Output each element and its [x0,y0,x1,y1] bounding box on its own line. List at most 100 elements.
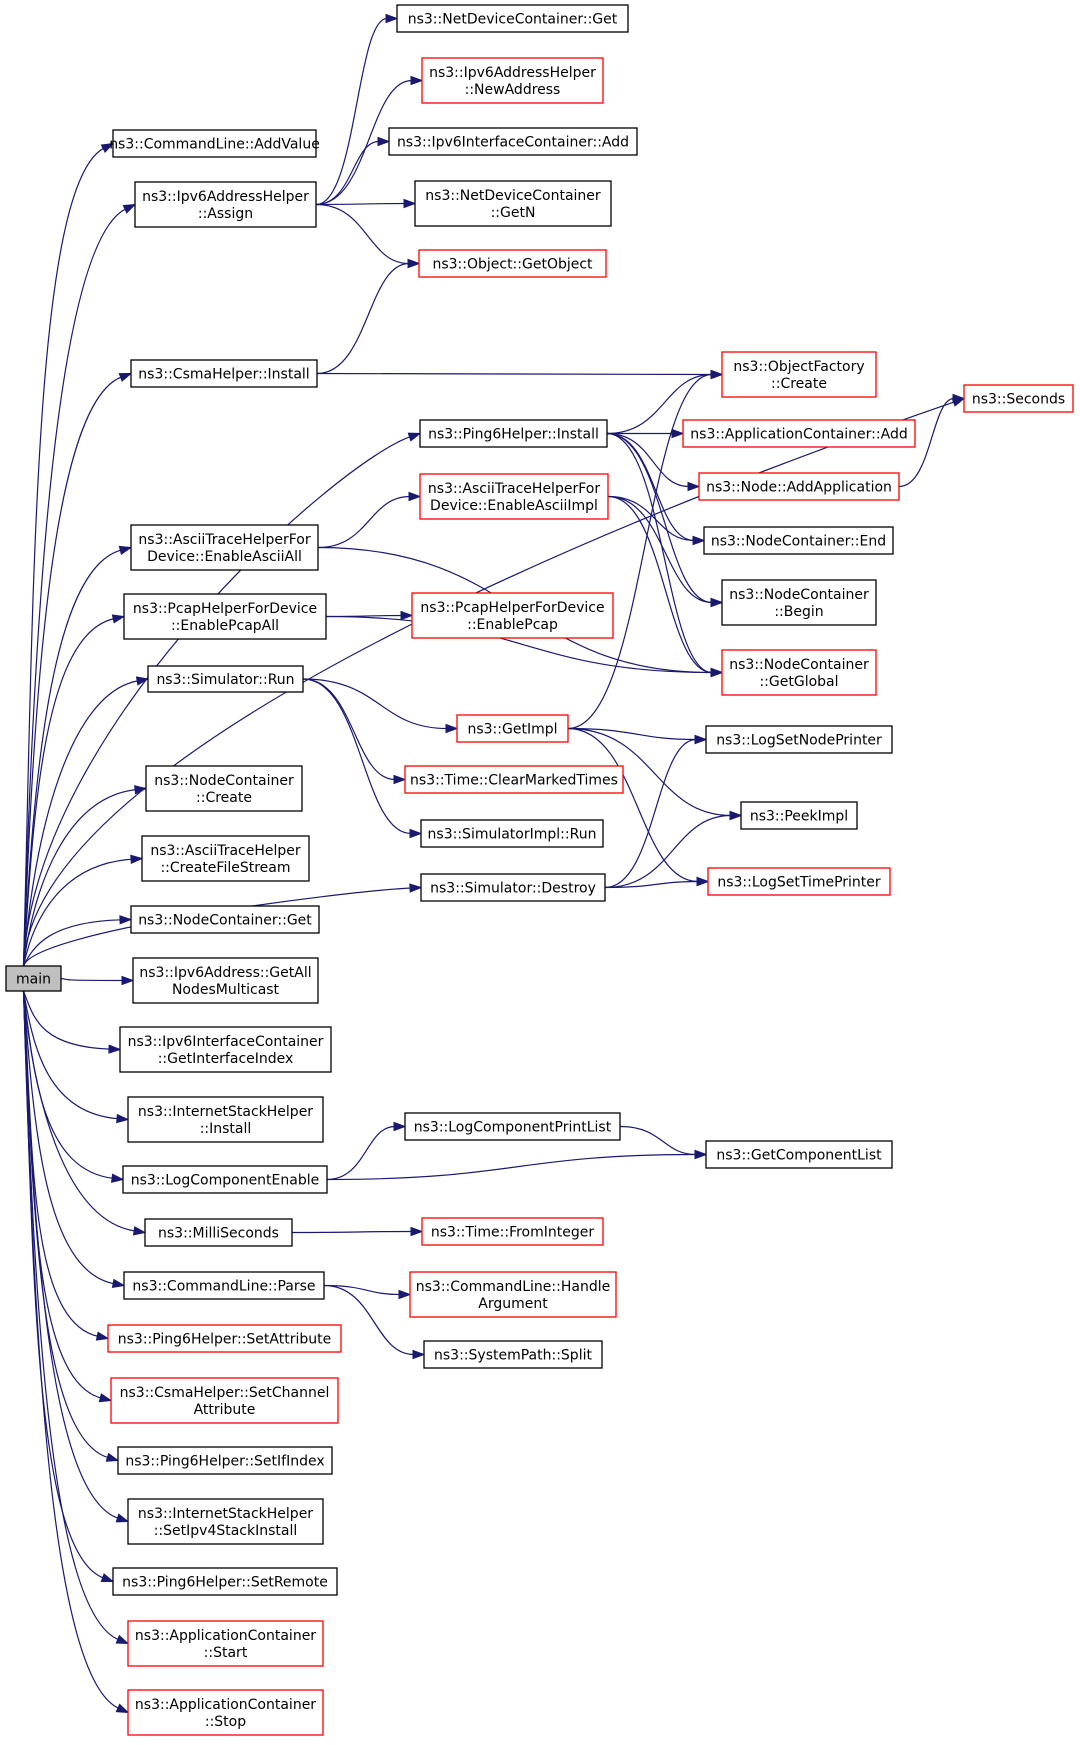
node-ncEnd-box[interactable] [703,526,894,555]
node-ndcGet-box[interactable] [396,4,629,33]
node-ncBegin[interactable]: ns3::NodeContainer::Begin [721,579,877,626]
node-cmt-box[interactable] [404,765,624,794]
node-p6si-box[interactable] [117,1446,333,1475]
node-ishInst-box[interactable] [127,1096,324,1143]
node-pcapImpl-box[interactable] [411,592,614,639]
node-clParse-box[interactable] [123,1271,325,1300]
node-fromInt[interactable]: ns3::Time::FromInteger [421,1217,604,1246]
node-lstp-box[interactable] [707,867,891,896]
node-ncEnd[interactable]: ns3::NodeContainer::End [703,526,894,555]
node-ofCreate-box[interactable] [721,351,877,398]
node-csmaInst[interactable]: ns3::CsmaHelper::Install [130,359,318,388]
node-ndcGetN[interactable]: ns3::NetDeviceContainer::GetN [414,180,612,227]
node-adev[interactable]: ns3::CommandLine::AddValue [109,129,320,158]
node-ncCreate[interactable]: ns3::NodeContainer::Create [145,765,303,812]
node-ofCreate[interactable]: ns3::ObjectFactory::Create [721,351,877,398]
node-main[interactable]: main [5,965,62,992]
node-lcpl-box[interactable] [404,1112,621,1141]
node-icAdd-box[interactable] [388,127,638,156]
node-ncGlobal[interactable]: ns3::NodeContainer::GetGlobal [721,649,877,696]
node-getObj[interactable]: ns3::Object::GetObject [418,249,607,278]
node-ncGlobal-box[interactable] [721,649,877,696]
node-cmt[interactable]: ns3::Time::ClearMarkedTimes [404,765,624,794]
node-p6Inst-box[interactable] [419,419,608,448]
node-pcapAll-box[interactable] [123,593,327,640]
node-assign-box[interactable] [134,181,317,228]
node-acStart[interactable]: ns3::ApplicationContainer::Start [127,1620,324,1667]
node-simRun-box[interactable] [147,665,304,693]
node-split[interactable]: ns3::SystemPath::Split [423,1340,603,1369]
node-getImpl-box[interactable] [456,714,569,743]
node-pcapImpl[interactable]: ns3::PcapHelperForDevice::EnablePcap [411,592,614,639]
node-lce-box[interactable] [122,1165,328,1194]
node-asciiImpl[interactable]: ns3::AsciiTraceHelperForDevice::EnableAs… [419,473,609,520]
node-lstp[interactable]: ns3::LogSetTimePrinter [707,867,891,896]
node-simDestroy[interactable]: ns3::Simulator::Destroy [420,873,606,902]
node-clHandle-box[interactable] [409,1271,617,1318]
node-csca-box[interactable] [110,1377,339,1424]
node-ndcGetN-box[interactable] [414,180,612,227]
node-adev-box[interactable] [112,129,317,158]
node-simDestroy-box[interactable] [420,873,606,902]
node-ishInst[interactable]: ns3::InternetStackHelper::Install [127,1096,324,1143]
node-ishS4[interactable]: ns3::InternetStackHelper::SetIpv4StackIn… [127,1498,324,1545]
node-icAdd[interactable]: ns3::Ipv6InterfaceContainer::Add [388,127,638,156]
node-fromInt-box[interactable] [421,1217,604,1246]
node-clParse[interactable]: ns3::CommandLine::Parse [123,1271,325,1300]
node-ishS4-box[interactable] [127,1498,324,1545]
node-gcl[interactable]: ns3::GetComponentList [705,1140,893,1169]
node-csmaInst-box[interactable] [130,359,318,388]
node-peek-box[interactable] [740,801,858,830]
node-p6sr[interactable]: ns3::Ping6Helper::SetRemote [112,1567,338,1596]
node-acStop-box[interactable] [127,1689,324,1736]
node-seconds-box[interactable] [963,384,1074,413]
node-ncBegin-box[interactable] [721,579,877,626]
node-appAdd[interactable]: ns3::ApplicationContainer::Add [682,419,916,448]
node-ncCreate-box[interactable] [145,765,303,812]
node-p6sa-box[interactable] [107,1324,342,1353]
node-acStop[interactable]: ns3::ApplicationContainer::Stop [127,1689,324,1736]
node-lcpl[interactable]: ns3::LogComponentPrintList [404,1112,621,1141]
node-cfs[interactable]: ns3::AsciiTraceHelper::CreateFileStream [141,835,310,882]
node-lsnp-box[interactable] [705,725,893,754]
node-ndcGet[interactable]: ns3::NetDeviceContainer::Get [396,4,629,33]
node-newAddr-box[interactable] [421,57,604,104]
node-acStart-box[interactable] [127,1620,324,1667]
node-peek[interactable]: ns3::PeekImpl [740,801,858,830]
node-getObj-box[interactable] [418,249,607,278]
node-pcapAll[interactable]: ns3::PcapHelperForDevice::EnablePcapAll [123,593,327,640]
node-siRun[interactable]: ns3::SimulatorImpl::Run [420,819,604,848]
node-appAdd-box[interactable] [682,419,916,448]
node-main-box[interactable] [5,965,62,992]
node-ncGet[interactable]: ns3::NodeContainer::Get [130,905,320,934]
node-ncGet-box[interactable] [130,905,320,934]
node-siRun-box[interactable] [420,819,604,848]
node-newAddr[interactable]: ns3::Ipv6AddressHelper::NewAddress [421,57,604,104]
node-lce[interactable]: ns3::LogComponentEnable [122,1165,328,1194]
node-ms-box[interactable] [144,1218,293,1247]
node-ms[interactable]: ns3::MilliSeconds [144,1218,293,1247]
node-seconds[interactable]: ns3::Seconds [963,384,1074,413]
node-assign[interactable]: ns3::Ipv6AddressHelper::Assign [134,181,317,228]
node-gii-box[interactable] [119,1026,332,1073]
node-asciiAll[interactable]: ns3::AsciiTraceHelperForDevice::EnableAs… [130,524,319,571]
node-getImpl[interactable]: ns3::GetImpl [456,714,569,743]
node-simRun[interactable]: ns3::Simulator::Run [147,665,304,693]
node-p6sa[interactable]: ns3::Ping6Helper::SetAttribute [107,1324,342,1353]
node-addApp[interactable]: ns3::Node::AddApplication [698,472,900,501]
node-split-box[interactable] [423,1340,603,1369]
node-asciiAll-box[interactable] [130,524,319,571]
node-p6si[interactable]: ns3::Ping6Helper::SetIfIndex [117,1446,333,1475]
node-gcl-box[interactable] [705,1140,893,1169]
node-cfs-box[interactable] [141,835,310,882]
node-gamc-box[interactable] [132,957,319,1004]
node-lsnp[interactable]: ns3::LogSetNodePrinter [705,725,893,754]
node-asciiImpl-box[interactable] [419,473,609,520]
node-p6Inst[interactable]: ns3::Ping6Helper::Install [419,419,608,448]
node-gii[interactable]: ns3::Ipv6InterfaceContainer::GetInterfac… [119,1026,332,1073]
node-p6sr-box[interactable] [112,1567,338,1596]
node-addApp-box[interactable] [698,472,900,501]
